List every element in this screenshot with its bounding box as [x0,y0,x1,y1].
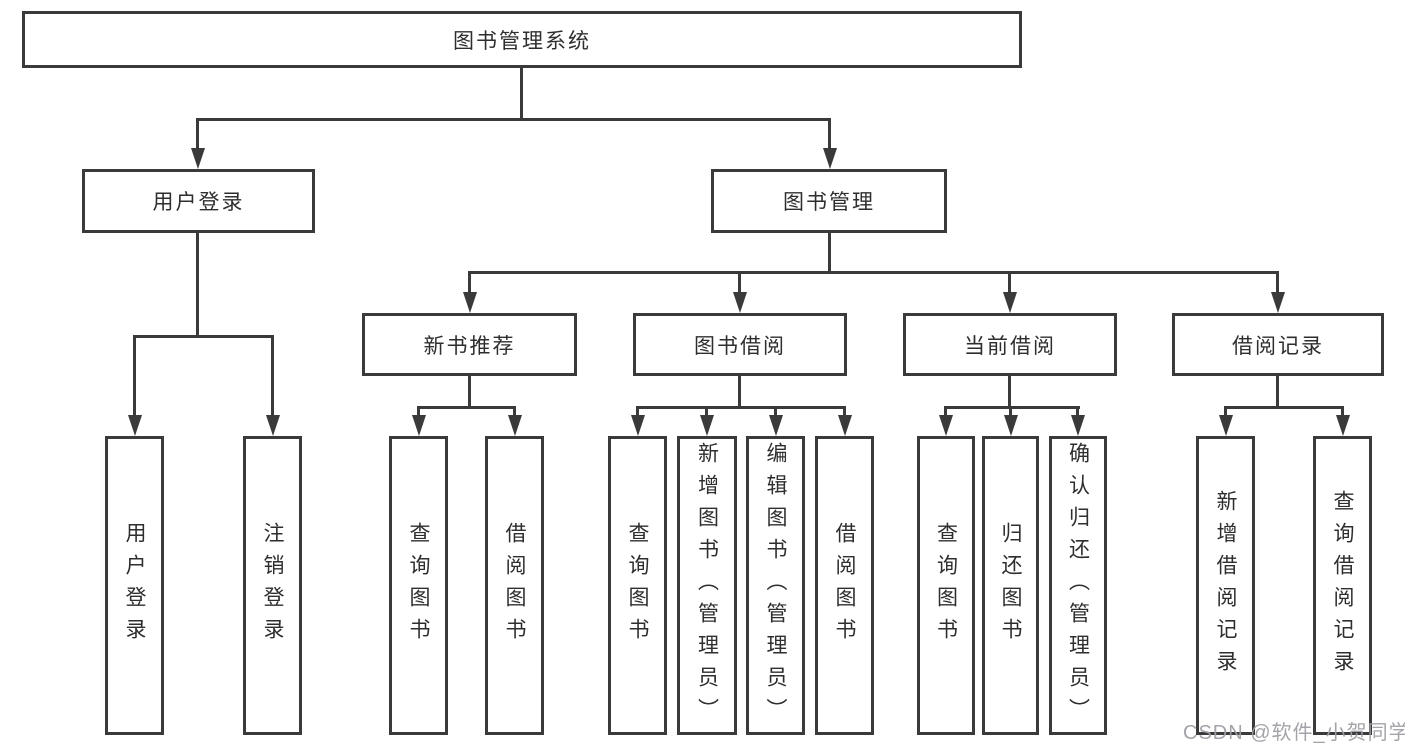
node-user-login-label: 用户登录 [152,191,245,214]
node-current-borrowing-label: 当前借阅 [964,334,1056,358]
node-borrowing-records-label: 借阅记录 [1232,334,1324,358]
connector-line [196,233,199,338]
leaf-logout-label: 注销登录 [261,521,284,650]
leaf-query-books-borrow-label: 查询图书 [626,521,649,650]
connector-line [468,271,471,294]
connector-line [944,406,1080,409]
leaf-borrow-books-borrow: 借阅图书 [815,436,874,735]
connector-line [196,118,199,150]
connector-line [1341,406,1344,417]
leaf-edit-book-admin: 编辑图书（管理员） [746,436,805,735]
connector-line [520,68,523,121]
arrowhead-icon [733,292,747,313]
connector-line [828,118,831,150]
connector-line [1276,271,1279,294]
connector-line [196,118,831,121]
connector-line [705,406,708,417]
arrowhead-icon [412,415,426,436]
arrowhead-icon [128,415,142,436]
arrowhead-icon [769,415,783,436]
connector-line [133,335,136,417]
connector-line [843,406,846,417]
node-book-borrowing-label: 图书借阅 [694,334,786,358]
node-borrowing-records: 借阅记录 [1172,313,1384,376]
leaf-query-books-current-label: 查询图书 [934,521,958,650]
connector-line [1008,376,1011,409]
node-new-book-recommend-label: 新书推荐 [423,334,516,358]
leaf-confirm-return-admin: 确认归还（管理员） [1049,436,1107,735]
arrowhead-icon [823,148,837,169]
leaf-edit-book-admin-label: 编辑图书（管理员） [764,441,787,730]
leaf-add-borrow-record-label: 新增借阅记录 [1214,489,1237,682]
connector-line [774,406,777,417]
arrowhead-icon [700,415,714,436]
leaf-borrow-books-recommend-label: 借阅图书 [503,521,526,650]
node-book-borrowing: 图书借阅 [633,313,847,376]
connector-line [1076,406,1079,417]
node-user-login: 用户登录 [82,169,315,233]
arrowhead-icon [1003,292,1017,313]
leaf-logout: 注销登录 [243,436,302,735]
leaf-return-books-label: 归还图书 [999,521,1022,650]
leaf-query-borrow-record: 查询借阅记录 [1313,436,1372,735]
node-current-borrowing: 当前借阅 [903,313,1117,376]
connector-line [1008,271,1011,294]
csdn-watermark: CSDN @软件_小贺同学 [1183,722,1405,744]
connector-line [738,376,741,409]
connector-line [271,335,274,417]
leaf-return-books: 归还图书 [982,436,1039,735]
connector-line [1276,376,1279,409]
leaf-user-login: 用户登录 [105,436,164,735]
leaf-add-book-admin-label: 新增图书（管理员） [695,441,719,730]
arrowhead-icon [1336,415,1350,436]
arrowhead-icon [838,415,852,436]
connector-line [417,406,516,409]
node-library-management-system-label: 图书管理系统 [453,29,591,53]
leaf-borrow-books-recommend: 借阅图书 [485,436,544,735]
arrowhead-icon [1219,415,1233,436]
connector-line [468,271,1279,274]
leaf-query-books-recommend: 查询图书 [389,436,448,735]
connector-line [738,271,741,294]
connector-line [828,233,831,274]
arrowhead-icon [463,292,477,313]
leaf-user-login-label: 用户登录 [123,521,146,650]
leaf-query-books-recommend-label: 查询图书 [407,521,430,650]
leaf-borrow-books-borrow-label: 借阅图书 [833,521,856,650]
leaf-query-books-borrow: 查询图书 [608,436,667,735]
leaf-query-books-current: 查询图书 [917,436,975,735]
arrowhead-icon [1271,292,1285,313]
arrowhead-icon [1004,415,1018,436]
connector-line [636,406,639,417]
node-new-book-recommend: 新书推荐 [362,313,577,376]
arrowhead-icon [266,415,280,436]
connector-line [133,335,274,338]
arrowhead-icon [1071,415,1085,436]
node-book-management: 图书管理 [711,169,947,233]
connector-line [1009,406,1012,417]
connector-line [1224,406,1227,417]
leaf-confirm-return-admin-label: 确认归还（管理员） [1066,441,1090,730]
connector-line [417,406,420,417]
connector-line [468,376,471,409]
leaf-query-borrow-record-label: 查询借阅记录 [1331,489,1354,682]
leaf-add-borrow-record: 新增借阅记录 [1196,436,1255,735]
connector-line [1224,406,1344,409]
arrowhead-icon [631,415,645,436]
connector-line [944,406,947,417]
connector-line [513,406,516,417]
arrowhead-icon [939,415,953,436]
arrowhead-icon [508,415,522,436]
arrowhead-icon [191,148,205,169]
node-library-management-system: 图书管理系统 [22,11,1022,68]
connector-line [636,406,846,409]
node-book-management-label: 图书管理 [783,191,875,214]
leaf-add-book-admin: 新增图书（管理员） [677,436,737,735]
